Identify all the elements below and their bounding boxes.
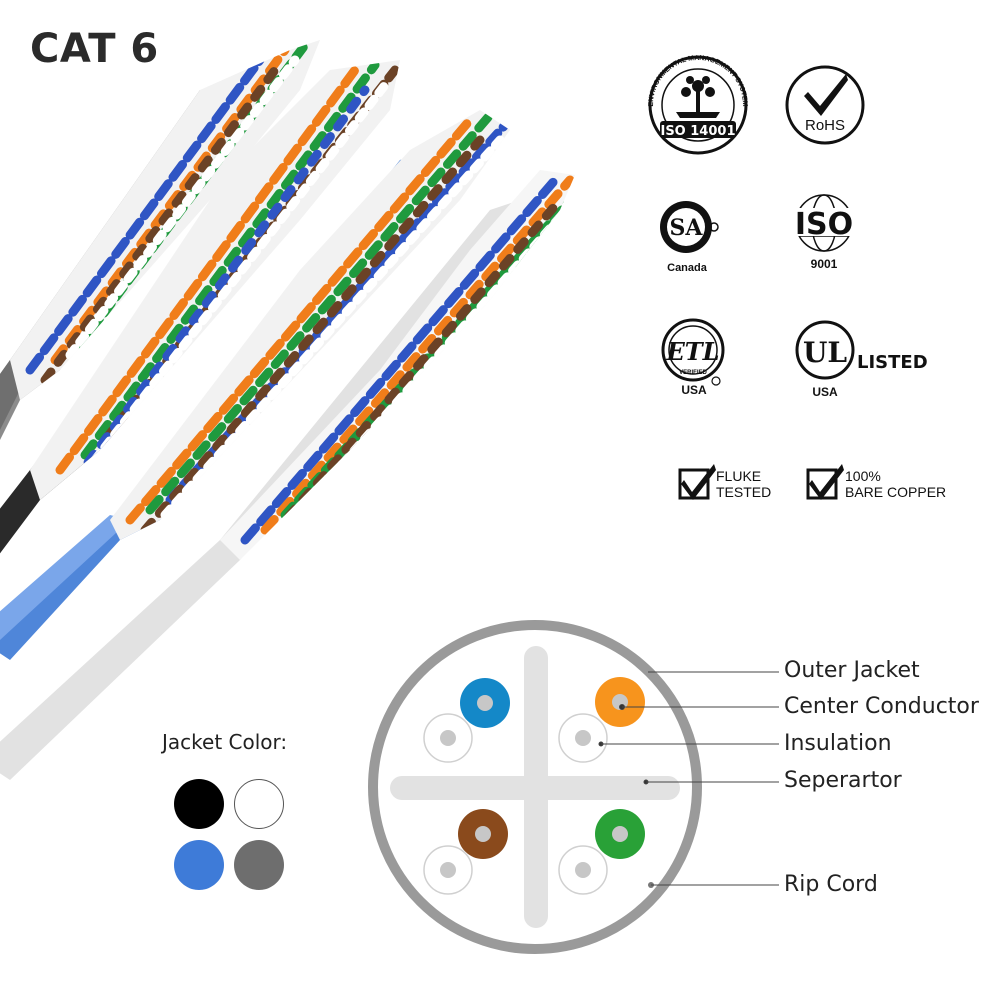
label-rip-cord: Rip Cord bbox=[784, 872, 878, 897]
etl-label: USA bbox=[681, 383, 707, 397]
cable-blue-wires bbox=[125, 110, 510, 535]
fluke-tested-line2: TESTED bbox=[716, 484, 772, 500]
product-title: CAT 6 bbox=[30, 26, 159, 72]
iso-9001-mark: ISO bbox=[795, 207, 853, 242]
cable-gray-wires bbox=[25, 40, 310, 385]
fluke-tested-check bbox=[678, 464, 716, 500]
csa-mark: SA bbox=[670, 215, 704, 241]
cable-white-jacket bbox=[0, 200, 520, 780]
callout-lines bbox=[598, 671, 779, 886]
jacket-swatch-blue bbox=[174, 840, 224, 890]
jacket-color-title: Jacket Color: bbox=[162, 730, 288, 754]
bare-copper-check bbox=[806, 464, 844, 500]
rohs-logo: RoHS bbox=[785, 65, 865, 145]
label-outer-jacket: Outer Jacket bbox=[784, 658, 920, 683]
etl-mark: ETL bbox=[665, 337, 719, 366]
bare-copper-line1: 100% bbox=[845, 468, 881, 484]
jacket-swatch-black bbox=[174, 779, 224, 829]
iso-9001-label: 9001 bbox=[811, 257, 838, 271]
iso-14001-label: ISO 14001 bbox=[660, 124, 735, 139]
plant-icon bbox=[676, 76, 720, 118]
label-insulation: Insulation bbox=[784, 731, 892, 756]
csa-logo: SA Canada bbox=[660, 201, 719, 274]
iso-9001-logo: ISO 9001 bbox=[790, 194, 858, 271]
cable-illustration bbox=[0, 40, 575, 780]
label-separator: Seperartor bbox=[784, 768, 902, 793]
ul-listed-text: LISTED bbox=[857, 352, 928, 373]
checkmark-icon bbox=[804, 74, 848, 116]
certification-logos: ENVIRONMENTAL MANAGEMENT SYSTEM ISO 1400… bbox=[648, 55, 928, 500]
csa-label: Canada bbox=[667, 262, 708, 274]
cable-blue-jacket-highlight bbox=[0, 515, 130, 640]
jacket-swatch-gray bbox=[234, 840, 284, 890]
bare-copper-line2: BARE COPPER bbox=[845, 484, 947, 500]
etl-logo: ETL VERIFIED USA bbox=[661, 318, 725, 397]
checkmark-icon bbox=[809, 464, 844, 500]
cable-black-wires bbox=[55, 60, 400, 485]
bare-copper-label: 100% BARE COPPER bbox=[845, 468, 946, 500]
ul-mark: UL bbox=[803, 336, 847, 369]
label-center-conductor: Center Conductor bbox=[784, 694, 979, 719]
fluke-tested-line1: FLUKE bbox=[716, 468, 762, 484]
ul-label: USA bbox=[812, 385, 838, 399]
fluke-tested-label: FLUKE TESTED bbox=[716, 468, 771, 500]
jacket-swatch-white bbox=[234, 779, 284, 829]
checkmark-icon bbox=[681, 464, 716, 500]
rohs-label: RoHS bbox=[805, 117, 845, 134]
ul-logo: UL LISTED USA bbox=[795, 320, 928, 399]
separator-horizontal bbox=[390, 776, 680, 800]
etl-verified-text: VERIFIED bbox=[679, 370, 707, 376]
